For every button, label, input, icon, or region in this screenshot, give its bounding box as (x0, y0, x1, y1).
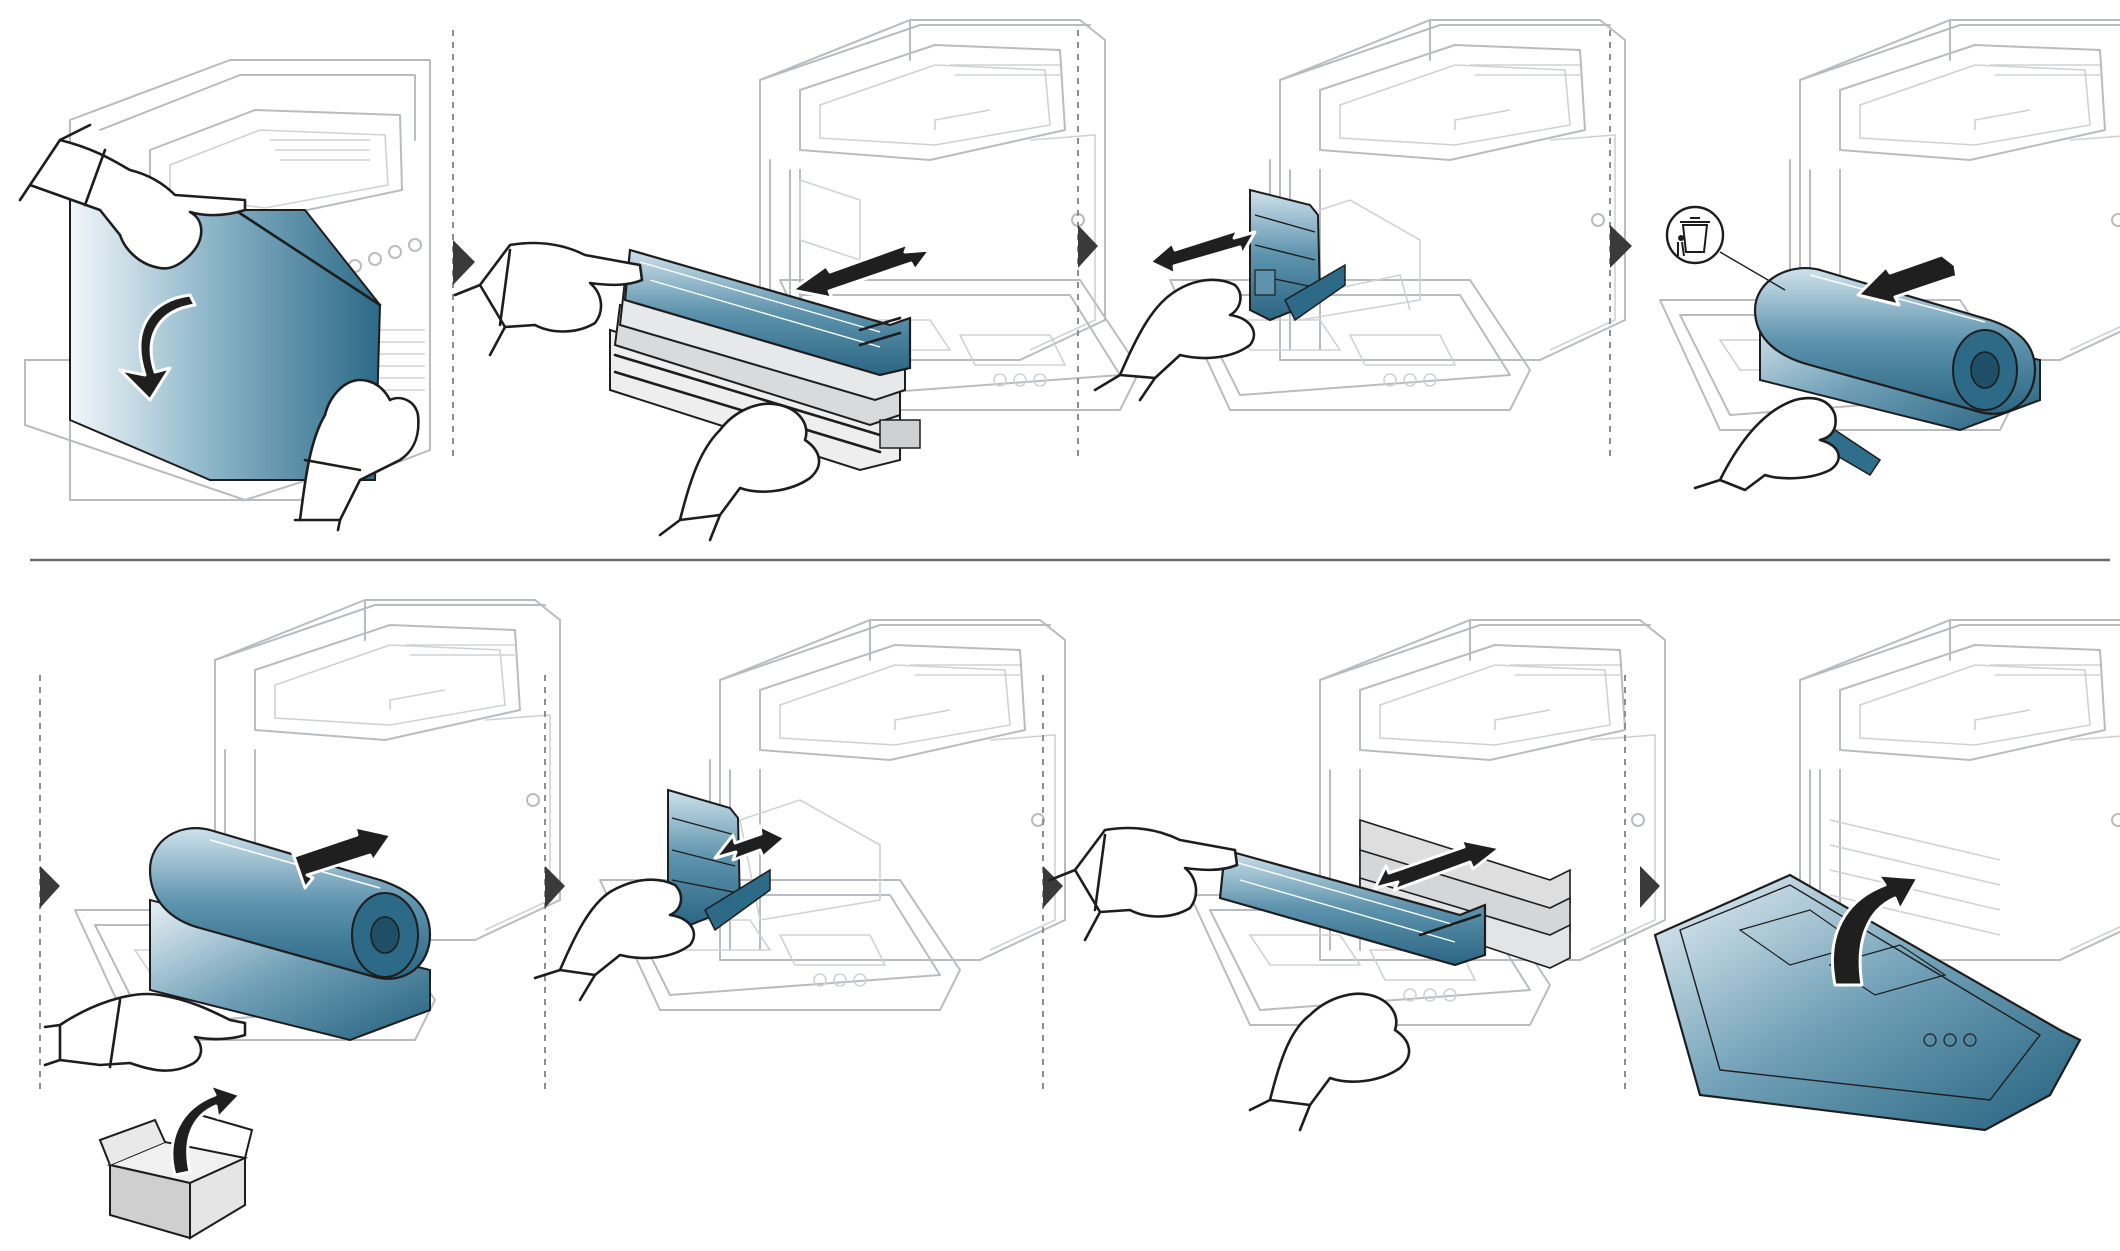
step-remove-toner-cartridges (453, 19, 1141, 542)
step-insert-imaging-unit (43, 599, 561, 1240)
packaging-box-icon (98, 1083, 254, 1240)
step-open-front-cover (18, 59, 431, 532)
step-close-front-cover (1653, 619, 2120, 1132)
step-insert-toner-cartridges (1048, 619, 1666, 1132)
step-remove-waste-toner-container (1093, 19, 1626, 411)
step-remove-imaging-unit (1659, 19, 2120, 492)
step-insert-waste-toner-container (533, 619, 1066, 1011)
trash-disposal-icon (1665, 205, 1786, 291)
